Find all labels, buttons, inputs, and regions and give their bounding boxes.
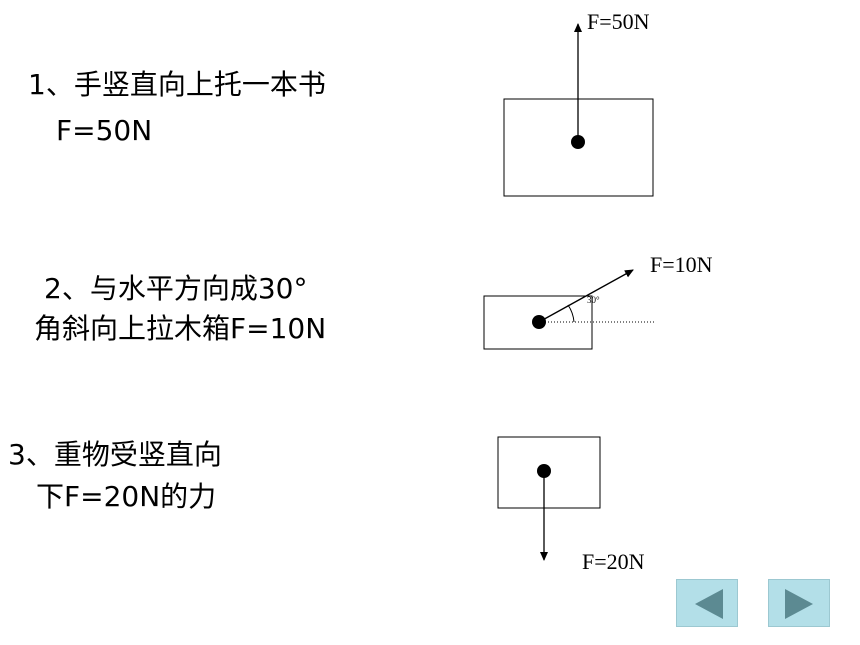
diagram-2: 30° F=10N bbox=[483, 252, 713, 350]
triangle-left-icon bbox=[695, 589, 723, 619]
point-of-action bbox=[571, 135, 585, 149]
diagram-1: F=50N bbox=[503, 9, 654, 197]
item1-line2: F=50N bbox=[56, 114, 153, 147]
angle-label: 30° bbox=[587, 295, 600, 305]
force2-label: F=10N bbox=[650, 252, 713, 277]
next-button[interactable] bbox=[768, 579, 830, 627]
diagram-3: F=20N bbox=[497, 436, 645, 574]
prev-button[interactable] bbox=[676, 579, 738, 627]
point-of-action bbox=[532, 315, 546, 329]
item2-line1: 2、与水平方向成30° bbox=[44, 272, 308, 305]
crate-box bbox=[483, 295, 593, 350]
weight-box bbox=[497, 436, 601, 509]
item1-line1: 1、手竖直向上托一本书 bbox=[28, 68, 326, 101]
point-of-action bbox=[537, 464, 551, 478]
angle-arc bbox=[567, 304, 575, 323]
item3-line2: 下F=20N的力 bbox=[36, 480, 217, 513]
force1-label: F=50N bbox=[587, 9, 650, 34]
triangle-right-icon bbox=[785, 589, 813, 619]
force-arrow-angled bbox=[538, 269, 634, 323]
force3-label: F=20N bbox=[582, 549, 645, 574]
item3-line1: 3、重物受竖直向 bbox=[8, 438, 222, 471]
item2-line2: 角斜向上拉木箱F=10N bbox=[34, 312, 327, 345]
